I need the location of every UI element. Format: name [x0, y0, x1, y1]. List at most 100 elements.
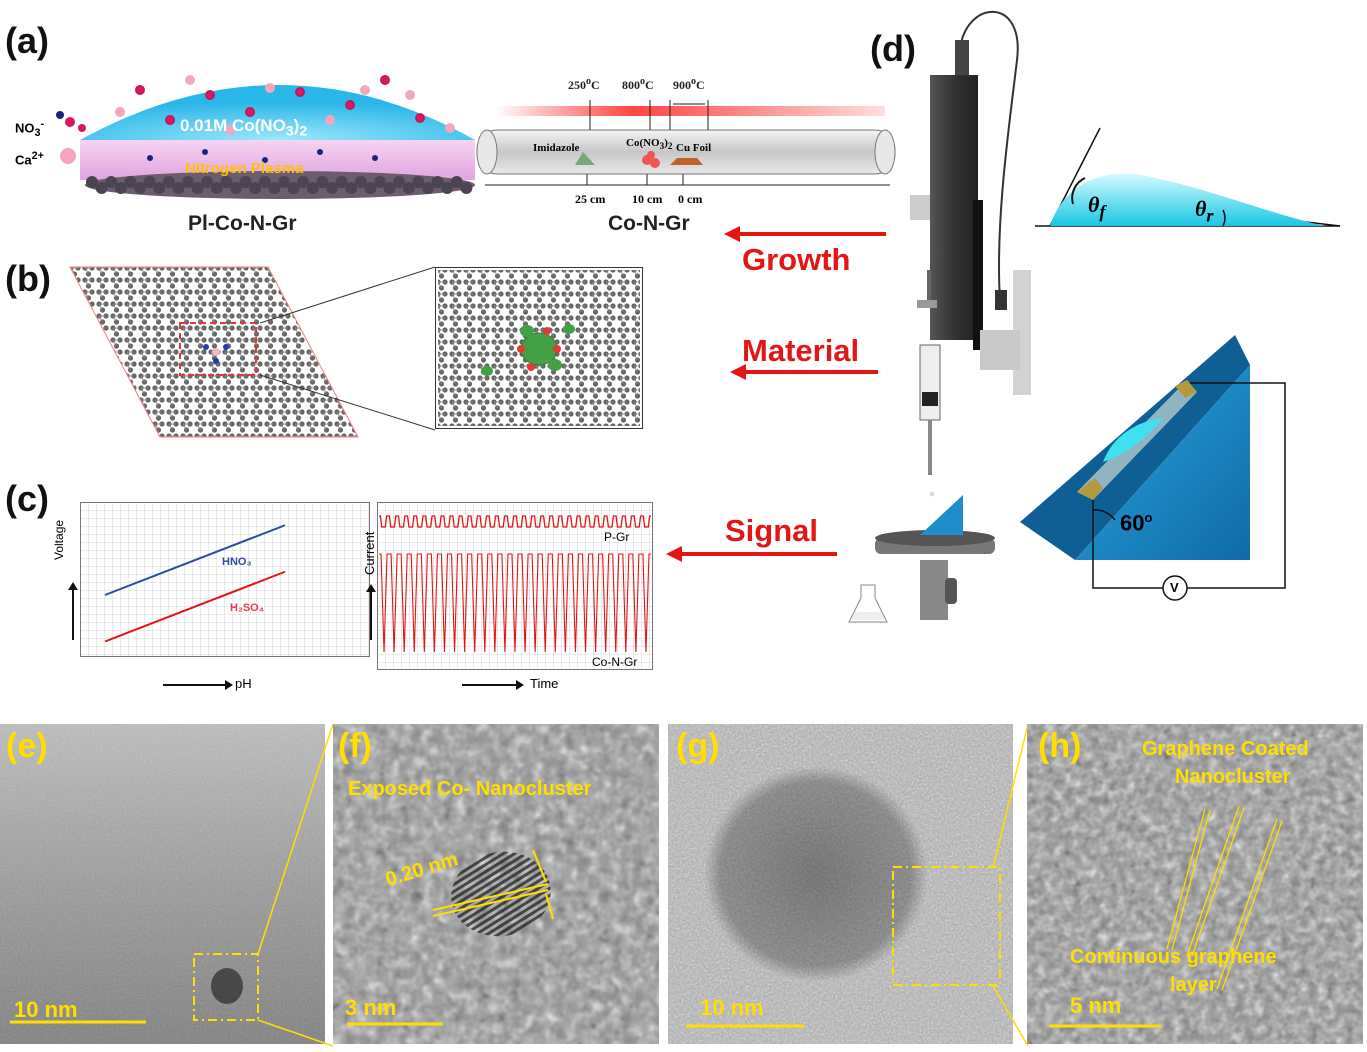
substrate-atom	[412, 176, 425, 188]
right-x-arrowhead	[516, 680, 524, 690]
substrate-atom	[95, 182, 108, 194]
scale-h: 5 nm	[1070, 993, 1122, 1018]
cono3-label: Co(NO3)2	[626, 137, 673, 152]
theta-r-label: θr	[1195, 196, 1214, 226]
panel-label-c: (c)	[5, 478, 49, 519]
dist-10: 10 cm	[632, 192, 663, 206]
tem-image-h	[1027, 724, 1363, 1044]
series-line-hno3	[104, 524, 286, 596]
tem-image-g	[668, 724, 1013, 1044]
scale-e: 10 nm	[14, 997, 78, 1022]
substrate-atom	[316, 176, 329, 188]
substrate-atom	[422, 182, 434, 194]
substrate-atom	[364, 182, 377, 194]
substrate-atom	[220, 176, 233, 188]
substrate-atom	[383, 182, 396, 194]
right-y-arrowhead	[366, 584, 376, 592]
imidazole-label: Imidazole	[533, 142, 580, 154]
substrate-atom	[143, 176, 156, 188]
substrate-atom	[249, 182, 262, 194]
left-xlabel: pH	[235, 676, 252, 691]
h-title-1: Graphene Coated	[1142, 738, 1309, 760]
substrate-atom	[268, 182, 281, 194]
f-title: Exposed Co- Nanocluster	[348, 778, 592, 800]
substrate-atom	[278, 176, 290, 188]
legend-ca: Ca2+	[15, 150, 44, 168]
chart-left-voltage-ph	[80, 502, 370, 657]
charge-density-illustration	[435, 267, 643, 429]
right-xlabel: Time	[530, 676, 559, 691]
zoom-lines-g-h	[992, 723, 1029, 1047]
substrate-atom	[460, 182, 473, 194]
substrate-atom	[230, 182, 242, 194]
left-x-arrow	[163, 684, 227, 686]
tem-texture-h	[1027, 724, 1363, 1044]
substrate-atom	[374, 176, 386, 188]
temp-250: 250oC	[568, 76, 600, 92]
panel-label-d: (d)	[870, 28, 916, 69]
substrate-atom	[239, 176, 252, 188]
substrate-atom	[354, 176, 367, 188]
voltmeter-label: V	[1170, 580, 1179, 595]
hno3-label: HNO₃	[222, 556, 252, 568]
substrate-atom	[210, 182, 223, 194]
substrate-atom	[450, 176, 463, 188]
tem-texture-f	[333, 724, 659, 1044]
dist-0: 0 cm	[678, 192, 703, 206]
substrate-atom	[105, 176, 118, 188]
signal-label: Signal	[725, 513, 819, 548]
cvd-tube-illustration	[476, 100, 896, 186]
series-line-pgr	[379, 515, 651, 528]
substrate-atom	[114, 182, 127, 194]
material-arrow-head	[730, 364, 746, 380]
substrate-atom	[124, 176, 137, 188]
growth-label: Growth	[742, 242, 851, 277]
substrate-atom	[172, 182, 185, 194]
theta-f-label: θf	[1088, 192, 1106, 222]
substrate-atom	[86, 176, 98, 188]
substrate-atom	[191, 182, 204, 194]
material-label: Material	[742, 333, 860, 368]
h2so4-label: H₂SO₄	[230, 602, 264, 614]
growth-arrow-head	[724, 226, 740, 242]
contact-angle-setup-illustration	[848, 10, 1341, 623]
tem-image-f	[333, 724, 659, 1044]
substrate-atom	[201, 176, 214, 188]
right-ylabel: Current	[362, 531, 377, 575]
panel-label-a: (a)	[5, 20, 49, 61]
dist-25: 25 cm	[575, 192, 606, 206]
substrate-atom	[335, 176, 348, 188]
panel-label-f: (f)	[338, 727, 372, 765]
substrate-atom	[393, 176, 406, 188]
substrate-atom	[345, 182, 358, 194]
legend-no3: NO3-	[15, 118, 45, 139]
h-title-2: Nanocluster	[1175, 766, 1291, 788]
left-y-arrow	[72, 588, 74, 640]
angle-60-label: 60o	[1120, 510, 1153, 536]
cufoil-label: Cu Foil	[676, 142, 712, 154]
substrate-atom	[306, 182, 319, 194]
series-line-conngr	[379, 553, 651, 653]
solution-label: 0.01M Co(NO3)2	[180, 116, 308, 140]
right-x-arrow	[462, 684, 518, 686]
plasma-label: Nitrogen Plasma	[185, 160, 304, 177]
substrate-atom	[297, 176, 310, 188]
scale-g: 10 nm	[700, 995, 764, 1020]
panel-label-h: (h)	[1038, 727, 1082, 765]
substrate-atom	[162, 176, 175, 188]
signal-arrow-head	[666, 546, 682, 562]
panel-label-e: (e)	[6, 727, 48, 765]
conngr-label: Co-N-Gr	[592, 655, 638, 669]
graphene-lattice-illustration	[69, 266, 359, 438]
left-ylabel: Voltage	[52, 519, 66, 560]
temp-900: 900oC	[673, 76, 705, 92]
h-bottom-2: layer	[1170, 974, 1217, 996]
panel-a-plasma-illustration	[56, 75, 475, 199]
h-bottom-1: Continuous graphene	[1070, 946, 1277, 968]
tem-texture-e	[0, 724, 325, 1044]
tem-image-e	[0, 724, 325, 1044]
plasma-caption: Pl-Co-N-Gr	[188, 212, 297, 235]
substrate-atom	[402, 182, 415, 194]
substrate-atom	[287, 182, 300, 194]
zoom-lines-b	[259, 266, 436, 431]
